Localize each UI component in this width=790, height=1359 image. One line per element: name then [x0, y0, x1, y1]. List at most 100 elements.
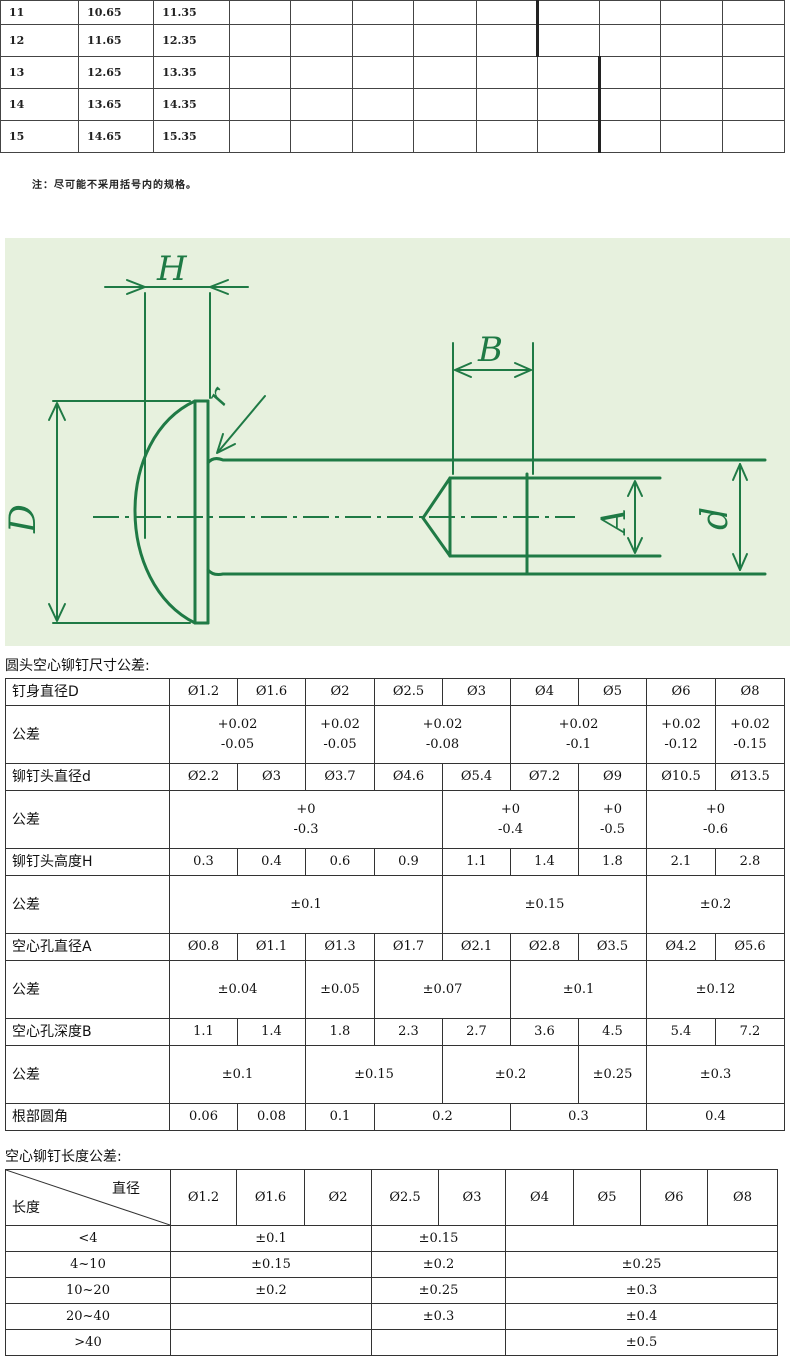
scan-cell-min: 10.65 [78, 0, 155, 25]
cell: ±0.05 [305, 960, 375, 1019]
diameter-header: Ø8 [707, 1169, 778, 1226]
row-label: 根部圆角 [5, 1103, 170, 1131]
label-B: B [477, 330, 503, 370]
cell: 1.8 [305, 1018, 375, 1046]
cell: 1.1 [169, 1018, 238, 1046]
cell: 2.8 [715, 848, 785, 876]
cell: Ø3.7 [305, 763, 375, 791]
cell: 7.2 [715, 1018, 785, 1046]
row-head-height: 铆钉头高度H 0.3 0.4 0.6 0.9 1.1 1.4 1.8 2.1 2… [5, 848, 785, 876]
scan-cell-min: 11.65 [78, 24, 155, 57]
tolerance-table: 钉身直径D Ø1.2 Ø1.6 Ø2 Ø2.5 Ø3 Ø4 Ø5 Ø6 Ø8 公… [5, 678, 785, 1131]
scan-row: 14 13.65 14.35 [0, 88, 786, 121]
cell: Ø2.2 [169, 763, 238, 791]
row-hole-depth-tolerance: 公差 ±0.1 ±0.15 ±0.2 ±0.25 ±0.3 [5, 1045, 785, 1104]
label-r: r [200, 381, 238, 412]
cell [371, 1329, 506, 1356]
cell: ±0.3 [371, 1303, 506, 1330]
cell: +0-0.6 [646, 790, 785, 849]
row-head-diameter-tolerance: 公差 +0-0.3 +0-0.4 +0-0.5 +0-0.6 [5, 790, 785, 849]
cell: ±0.5 [505, 1329, 778, 1356]
cell: ±0.1 [169, 1045, 306, 1104]
row-hole-depth: 空心孔深度B 1.1 1.4 1.8 2.3 2.7 3.6 4.5 5.4 7… [5, 1018, 785, 1046]
scan-row: 12 11.65 12.35 [0, 24, 786, 57]
diameter-header: Ø1.2 [170, 1169, 237, 1226]
label-d: d [695, 507, 736, 530]
cell [170, 1329, 372, 1356]
row-head-height-tolerance: 公差 ±0.1 ±0.15 ±0.2 [5, 875, 785, 934]
cell: +0.02-0.08 [374, 705, 511, 764]
row-label: 公差 [5, 960, 170, 1019]
diameter-header: Ø4 [505, 1169, 574, 1226]
scan-cell-min: 12.65 [78, 56, 155, 89]
cell: 0.9 [374, 848, 443, 876]
cell: +0-0.5 [578, 790, 647, 849]
cell: ±0.1 [170, 1225, 372, 1252]
corner-length-label: 长度 [12, 1200, 40, 1216]
corner-diameter-label: 直径 [112, 1181, 140, 1197]
cell: ±0.12 [646, 960, 785, 1019]
cell: Ø8 [715, 678, 785, 706]
scan-cell-n: 14 [0, 88, 80, 121]
cell: ±0.2 [442, 1045, 579, 1104]
cell: ±0.25 [505, 1251, 778, 1278]
corner-cell: 直径 长度 [5, 1169, 171, 1226]
length-table-header: 直径 长度 Ø1.2 Ø1.6 Ø2 Ø2.5 Ø3 Ø4 Ø5 Ø6 Ø8 [5, 1169, 778, 1226]
scan-cell-max: 13.35 [153, 56, 231, 89]
cell: Ø5.6 [715, 933, 785, 961]
diameter-header: Ø2 [304, 1169, 372, 1226]
cell [505, 1225, 778, 1252]
diameter-header: Ø6 [640, 1169, 708, 1226]
row-label: 铆钉头高度H [5, 848, 170, 876]
cell: ±0.15 [442, 875, 647, 934]
cell: Ø5.4 [442, 763, 511, 791]
cell: ±0.3 [646, 1045, 785, 1104]
cell: Ø1.3 [305, 933, 375, 961]
row-label: 公差 [5, 705, 170, 764]
length-range: 20~40 [5, 1303, 171, 1330]
cell: ±0.07 [374, 960, 511, 1019]
row-body-tolerance: 公差 +0.02-0.05 +0.02-0.05 +0.02-0.08 +0.0… [5, 705, 785, 764]
scan-row: 11 10.65 11.35 [0, 0, 786, 25]
cell: 0.3 [510, 1103, 647, 1131]
cell: Ø2.5 [374, 678, 443, 706]
cell: 1.1 [442, 848, 511, 876]
scan-cell-min: 13.65 [78, 88, 155, 121]
cell: Ø1.2 [169, 678, 238, 706]
cell: 0.4 [646, 1103, 785, 1131]
cell: Ø0.8 [169, 933, 238, 961]
cell: ±0.2 [170, 1277, 372, 1304]
cell: Ø4.6 [374, 763, 443, 791]
label-H: H [156, 249, 188, 289]
cell: ±0.3 [505, 1277, 778, 1304]
cell: 2.1 [646, 848, 716, 876]
label-D: D [5, 504, 44, 534]
cell: 1.4 [510, 848, 579, 876]
label-A: A [594, 508, 634, 536]
cell: Ø4.2 [646, 933, 716, 961]
scan-footnote: 注：尽可能不采用括号内的规格。 [32, 180, 197, 191]
cell: Ø3 [442, 678, 511, 706]
cell: 4.5 [578, 1018, 647, 1046]
cell: 0.06 [169, 1103, 238, 1131]
length-range: >40 [5, 1329, 171, 1356]
cell: ±0.25 [371, 1277, 506, 1304]
cell: 1.4 [237, 1018, 306, 1046]
scan-row: 15 14.65 15.35 [0, 120, 786, 153]
length-range: 10~20 [5, 1277, 171, 1304]
diameter-header: Ø3 [438, 1169, 506, 1226]
length-row: <4 ±0.1 ±0.15 [5, 1225, 778, 1252]
row-label: 公差 [5, 1045, 170, 1104]
cell: 2.7 [442, 1018, 511, 1046]
cell: Ø10.5 [646, 763, 716, 791]
cell: +0.02-0.1 [510, 705, 647, 764]
cell: ±0.15 [170, 1251, 372, 1278]
cell: ±0.1 [169, 875, 443, 934]
scan-spec-table: 11 10.65 11.35 12 11.65 12.35 13 12.65 1… [0, 0, 786, 153]
cell: Ø13.5 [715, 763, 785, 791]
cell: Ø4 [510, 678, 579, 706]
cell [170, 1303, 372, 1330]
scan-cell-n: 11 [0, 0, 80, 25]
scan-cell-min: 14.65 [78, 120, 155, 153]
length-row: >40 ±0.5 [5, 1329, 778, 1356]
